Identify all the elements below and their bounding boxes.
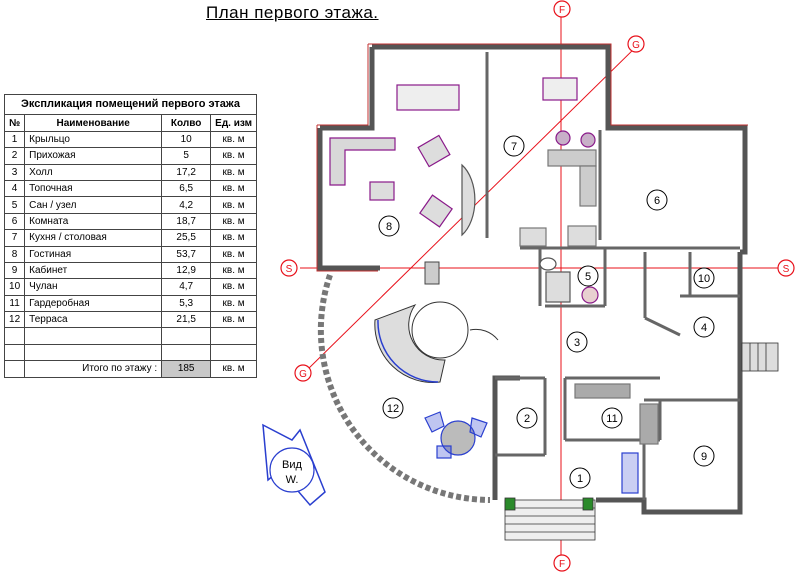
legend-cell-qty: 21,5 [161, 311, 212, 329]
room-label-4: 4 [693, 316, 715, 338]
svg-text:2: 2 [524, 413, 530, 425]
svg-text:F: F [559, 559, 565, 570]
svg-text:7: 7 [511, 141, 517, 153]
svg-text:S: S [286, 264, 293, 275]
svg-text:F: F [559, 5, 565, 16]
kitchen-counter-2 [579, 165, 597, 207]
room-label-8: 8 [378, 215, 400, 237]
room-label-9: 9 [693, 445, 715, 467]
room-label-2: 2 [516, 407, 538, 429]
room-label-6: 6 [646, 189, 668, 211]
shower [545, 271, 571, 303]
armchair-1 [417, 134, 451, 168]
kitchen-counter-1 [547, 149, 597, 167]
furniture [329, 77, 659, 494]
svg-text:S: S [783, 264, 790, 275]
view-label-1: Вид [282, 459, 302, 471]
room-label-5: 5 [577, 265, 599, 287]
svg-text:8: 8 [386, 221, 392, 233]
stool-1 [555, 130, 571, 146]
axis-marker-s: S [280, 259, 298, 277]
axis-markers: F G S S G F [280, 0, 795, 572]
interior-walls [485, 52, 740, 500]
legend-total-value: 185 [161, 360, 212, 378]
stool-2 [580, 132, 596, 148]
legend-total-row: Итого по этажу : 185 кв. м [3, 360, 257, 378]
room-label-11: 11 [601, 407, 623, 429]
axis-marker-g: G [294, 364, 312, 382]
svg-text:4: 4 [701, 322, 707, 334]
kitchen-counter-3 [519, 227, 547, 247]
porch-steps [504, 497, 596, 541]
svg-text:6: 6 [654, 195, 660, 207]
dining-table-living [396, 84, 460, 111]
room-label-1: 1 [569, 467, 591, 489]
legend-empty-row [3, 343, 257, 362]
fireplace [461, 163, 476, 237]
svg-text:1: 1 [577, 473, 583, 485]
exterior-wall-redline [316, 43, 748, 272]
svg-text:5: 5 [585, 271, 591, 283]
page-title: План первого этажа. [206, 3, 379, 22]
terrace-balustrade [317, 274, 491, 503]
legend-cell-num: 3 [3, 163, 26, 181]
terrace-chair-2 [469, 417, 488, 438]
room-label-10: 10 [693, 267, 715, 289]
legend-cell-unit: кв. м [210, 179, 257, 198]
axis-marker-g: G [627, 35, 645, 53]
spiral-staircase [374, 261, 499, 383]
axis-marker-f: F [553, 0, 571, 18]
wardrobe-shelf [574, 383, 631, 399]
sink [581, 286, 599, 304]
bench [621, 452, 639, 494]
axis-marker-f: F [553, 554, 571, 572]
side-steps [741, 342, 779, 372]
room-label-12: 12 [382, 397, 404, 419]
svg-text:G: G [299, 369, 307, 380]
room-label-7: 7 [503, 135, 525, 157]
svg-text:G: G [632, 40, 640, 51]
room-label-3: 3 [566, 331, 588, 353]
legend-cell-num: 9 [3, 261, 26, 280]
axis-marker-s: S [777, 259, 795, 277]
stove [567, 225, 597, 247]
svg-text:3: 3 [574, 337, 580, 349]
dining-table-kitchen [542, 77, 578, 101]
wardrobe-shelf-2 [639, 403, 659, 445]
view-label-2: W. [286, 474, 299, 486]
svg-text:9: 9 [701, 451, 707, 463]
svg-text:12: 12 [387, 403, 399, 415]
room-legend-table: Экспликация помещений первого этажа № На… [3, 93, 257, 378]
armchair-2 [419, 194, 453, 228]
terrace-chair-1 [424, 411, 445, 433]
legend-cell-qty: 5,3 [161, 294, 212, 313]
view-marker: Вид W. [262, 423, 326, 507]
svg-text:10: 10 [698, 273, 710, 285]
terrace-chair-3 [436, 445, 452, 459]
legend-total-unit: кв. м [210, 360, 257, 378]
coffee-table [369, 181, 395, 201]
svg-text:11: 11 [606, 413, 617, 425]
toilet [539, 257, 557, 271]
sofa [329, 137, 396, 186]
exterior-walls [317, 44, 748, 515]
